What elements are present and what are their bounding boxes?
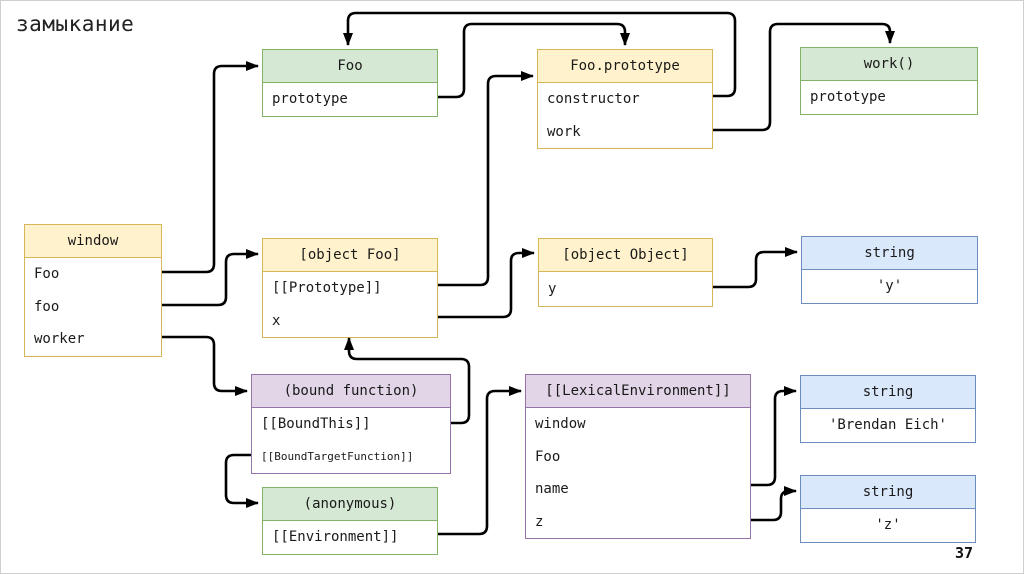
box-window-row-worker: worker (34, 331, 85, 348)
box-object-foo-row-x: x (272, 312, 281, 329)
box-string-z-value: 'z' (875, 517, 901, 534)
box-string-brendan-value: 'Brendan Eich' (828, 417, 947, 434)
box-window: window Foo foo worker (24, 224, 162, 357)
box-foo-function-row-prototype: prototype (272, 91, 348, 108)
box-bound-function-row-boundthis: [[BoundThis]] (261, 416, 371, 433)
box-lexical-environment-row-window: window (535, 416, 586, 433)
box-foo-function: Foo prototype (262, 49, 438, 117)
box-foo-prototype-header: Foo.prototype (538, 50, 712, 83)
box-object-foo: [object Foo] [[Prototype]] x (262, 238, 438, 338)
box-anonymous-function-header: (anonymous) (263, 488, 437, 521)
box-object-object-row-y: y (548, 280, 557, 297)
box-window-header: window (25, 225, 161, 258)
box-foo-prototype: Foo.prototype constructor work (537, 49, 713, 149)
box-anonymous-function: (anonymous) [[Environment]] (262, 487, 438, 555)
box-work-function: work() prototype (800, 47, 978, 115)
page-number: 37 (955, 544, 974, 562)
edge-window-foo-to-object-foo (162, 249, 259, 307)
box-string-y: string 'y' (801, 236, 978, 304)
edge-x-to-object-object (438, 248, 535, 319)
box-lexical-environment-header: [[LexicalEnvironment]] (526, 375, 750, 408)
box-foo-prototype-row-work: work (547, 123, 581, 140)
box-lexical-environment-row-name: name (535, 481, 569, 498)
box-string-z: string 'z' (800, 475, 976, 543)
box-bound-function-header: (bound function) (252, 375, 450, 408)
box-bound-function-row-boundtargetfunction: [[BoundTargetFunction]] (261, 450, 414, 464)
box-string-z-header: string (801, 476, 975, 509)
box-object-foo-header: [object Foo] (263, 239, 437, 272)
box-work-function-row-prototype: prototype (810, 89, 886, 106)
box-lexical-environment: [[LexicalEnvironment]] window Foo name z (525, 374, 751, 539)
box-work-function-header: work() (801, 48, 977, 81)
edge-window-Foo-to-foo-function (162, 61, 259, 274)
box-window-row-Foo: Foo (34, 266, 60, 283)
box-bound-function: (bound function) [[BoundThis]] [[BoundTa… (251, 374, 451, 474)
box-string-brendan: string 'Brendan Eich' (800, 375, 976, 443)
box-string-y-value: 'y' (876, 278, 903, 295)
box-lexical-environment-row-Foo: Foo (535, 448, 561, 465)
box-foo-prototype-row-constructor: constructor (547, 91, 640, 108)
box-lexical-environment-row-z: z (535, 513, 544, 530)
edge-window-worker-to-bound-function (162, 335, 248, 396)
box-foo-function-header: Foo (263, 50, 437, 83)
edge-name-to-string-brendan (751, 386, 797, 487)
box-anonymous-function-row-environment: [[Environment]] (272, 529, 399, 546)
edge-object-foo-prototype-slot-to-foo-prototype-box (438, 71, 534, 287)
edge-y-to-string-y (713, 247, 798, 289)
box-object-object: [object Object] y (538, 238, 713, 307)
box-string-brendan-header: string (801, 376, 975, 409)
slide-title: замыкание (16, 12, 135, 36)
box-string-y-header: string (802, 237, 977, 270)
edge-z-to-string-z (751, 486, 797, 522)
box-window-row-foo: foo (34, 298, 60, 315)
box-object-object-header: [object Object] (539, 239, 712, 272)
box-object-foo-row-prototype-slot: [[Prototype]] (272, 280, 382, 297)
